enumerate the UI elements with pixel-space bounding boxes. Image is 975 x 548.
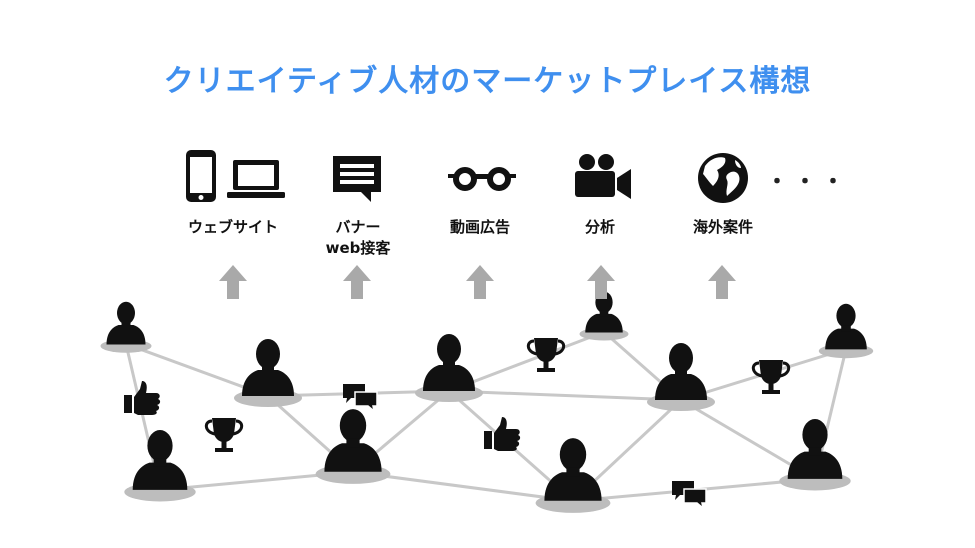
network-edge: [448, 330, 605, 393]
category-label-website: ウェブサイト: [187, 218, 278, 236]
person-node: [579, 291, 629, 341]
page-title: クリエイティブ人材のマーケットプレイス構想: [163, 64, 812, 99]
network-nodes: [100, 291, 874, 513]
person-node: [100, 301, 152, 353]
person-node: [647, 343, 715, 411]
person-node: [779, 419, 851, 491]
trophy-icon: [204, 418, 244, 452]
connector-icons: [124, 338, 791, 510]
person-node: [234, 339, 302, 407]
network-edges: [124, 330, 848, 503]
more-ellipsis: ・・・: [766, 170, 851, 195]
category-icons: [186, 150, 748, 203]
up-arrow: [343, 265, 371, 299]
up-arrow: [466, 265, 494, 299]
network-edge: [448, 389, 682, 402]
person-node: [535, 438, 611, 513]
video-camera-icon: [575, 154, 631, 199]
chat-icon: [343, 384, 378, 413]
up-arrow: [219, 265, 247, 299]
person-node: [124, 430, 196, 502]
trophy-icon: [751, 360, 791, 394]
category-label-analysis: 分析: [584, 218, 615, 236]
person-node: [415, 334, 483, 402]
thumbs-up-icon: [484, 417, 521, 451]
trophy-icon: [526, 338, 566, 372]
up-arrow: [587, 265, 615, 299]
laptop-icon: [227, 160, 285, 198]
network-edge: [352, 470, 574, 503]
glasses-icon: [448, 167, 516, 191]
category-label-video-ad: 動画広告: [449, 218, 510, 236]
category-label-overseas: 海外案件: [692, 218, 753, 236]
chat-icon: [672, 481, 707, 510]
up-arrows: [219, 265, 736, 299]
smartphone-icon: [186, 150, 216, 202]
up-arrow: [708, 265, 736, 299]
message-icon: [333, 156, 381, 202]
person-node: [818, 303, 874, 359]
thumbs-up-icon: [124, 381, 161, 415]
globe-icon: [698, 153, 748, 203]
person-node: [315, 409, 391, 484]
